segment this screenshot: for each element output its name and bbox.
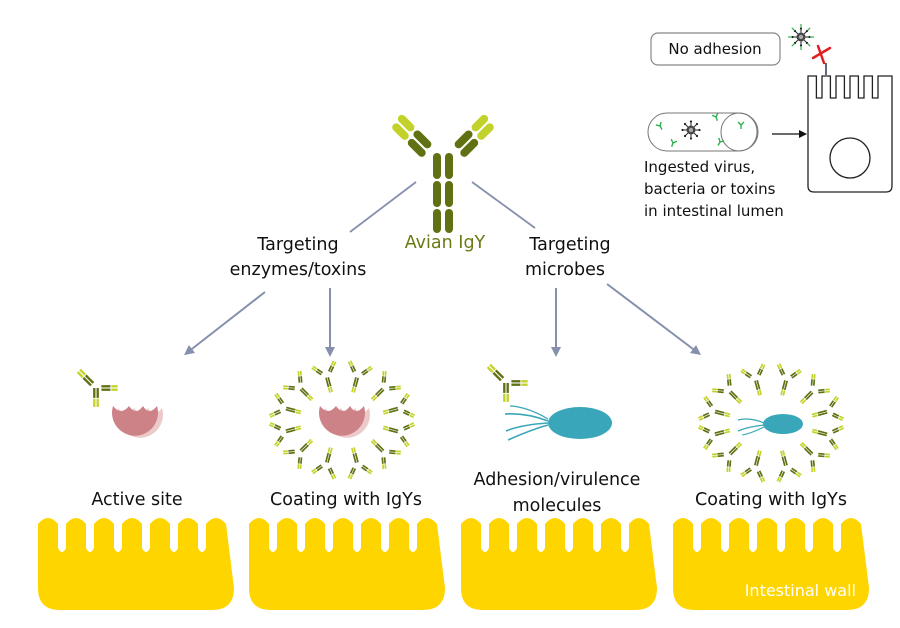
mini-igy-icon	[340, 444, 374, 481]
mini-igy-icon	[268, 392, 305, 426]
intestinal-wall-label: Intestinal wall	[745, 581, 856, 600]
branch-left-line2: enzymes/toxins	[230, 260, 367, 280]
branch-right-line1: Targeting	[528, 235, 610, 255]
intestinal-wall-segment	[673, 518, 869, 610]
single-igy-icon	[76, 368, 118, 407]
mini-igy-icon	[792, 372, 832, 412]
central-igy-antibody-icon	[392, 114, 494, 233]
mini-igy-icon	[697, 417, 734, 451]
intestinal-cell-icon	[807, 75, 893, 193]
coated-virus-icon	[788, 24, 814, 50]
arrow-to-active-site	[184, 291, 266, 356]
bacteria-icon	[504, 405, 612, 441]
mini-igy-icon	[310, 444, 344, 481]
mini-igy-icon	[739, 362, 773, 399]
avian-igy-label: Avian IgY	[405, 233, 486, 253]
mini-igy-icon	[310, 359, 344, 396]
mini-igy-icon	[379, 392, 416, 426]
inset-no-adhesion: No adhesion Ingested virus, ba	[644, 24, 893, 220]
arrow-to-coating-microbe	[606, 283, 701, 356]
panel-label-coating-enzyme: Coating with IgYs	[270, 490, 422, 510]
branch-left-line1: Targeting	[256, 235, 338, 255]
no-adhesion-label: No adhesion	[668, 40, 761, 58]
mini-igy-icon	[769, 362, 803, 399]
lumen-capsule-icon	[647, 112, 759, 152]
mini-igy-icon	[791, 434, 832, 474]
enzyme-icon	[112, 406, 163, 438]
mini-igy-icon	[340, 359, 374, 396]
mini-igy-icon	[268, 414, 305, 448]
inset-caption-line1: Ingested virus,	[644, 158, 755, 176]
mini-igy-icon	[363, 369, 403, 409]
mini-igy-icon	[769, 447, 803, 484]
mini-igy-icon	[739, 447, 773, 484]
mini-igy-icon	[697, 395, 734, 429]
inset-caption-line3: in intestinal lumen	[644, 202, 784, 220]
inset-caption-line2: bacteria or toxins	[644, 180, 776, 198]
mini-igy-icon	[379, 414, 416, 448]
intestinal-wall-segment	[38, 518, 234, 610]
blocked-x-icon	[811, 44, 832, 65]
panel-label-active-site: Active site	[91, 490, 182, 510]
panel-label-adhesion-line2: molecules	[513, 496, 602, 516]
mini-igy-icon	[710, 434, 750, 474]
mini-igy-icon	[281, 369, 322, 409]
mini-igy-icon	[281, 431, 321, 471]
mini-igy-icon	[808, 417, 845, 451]
mini-igy-icon	[710, 372, 751, 412]
branch-right-line2: microbes	[525, 260, 605, 280]
connector-right	[471, 181, 536, 229]
panel-label-coating-microbe: Coating with IgYs	[695, 490, 847, 510]
no-adhesion-box	[650, 32, 781, 66]
mini-igy-icon	[808, 395, 845, 429]
intestinal-wall-segment	[461, 518, 657, 610]
intestinal-wall-segment	[249, 518, 445, 610]
single-igy-icon	[486, 363, 528, 402]
mini-igy-icon	[362, 431, 403, 471]
bacteria-icon	[737, 414, 803, 436]
panel-label-adhesion-line1: Adhesion/virulence	[474, 470, 641, 490]
enzyme-icon	[319, 406, 370, 438]
connector-left	[349, 181, 417, 233]
